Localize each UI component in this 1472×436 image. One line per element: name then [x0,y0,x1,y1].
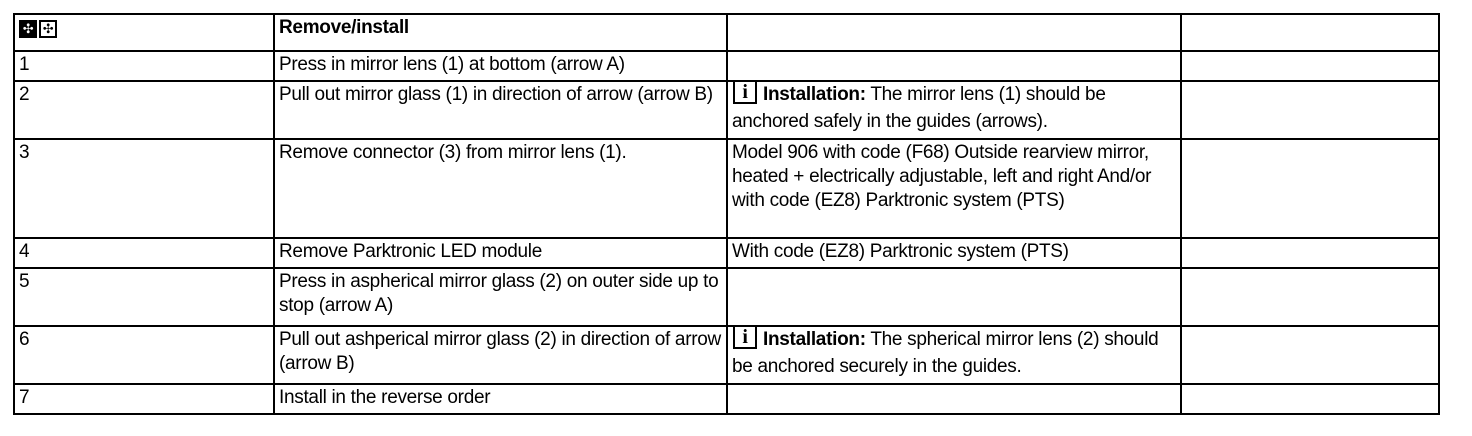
step-number: 5 [13,267,275,327]
table-row: 7 Install in the reverse order [13,383,1440,415]
step-text: Press in aspherical mirror glass (2) on … [273,267,728,327]
step-number: 3 [13,138,275,239]
step-number: 6 [13,325,275,385]
disassembly-icon: ✣ [19,19,37,38]
note-label: Installation: [763,329,866,350]
step-extra [1180,80,1440,140]
step-note: i Installation: The spherical mirror lens… [726,325,1182,385]
header-title: Remove/install [273,13,728,52]
info-icon: i [733,325,757,349]
assembly-icon: ✣ [39,19,57,38]
table-row: 2 Pull out mirror glass (1) in direction… [13,80,1440,140]
note-text: The spherical mirror lens (2) should be … [732,329,1159,377]
step-number: 7 [13,383,275,415]
step-note [726,267,1182,327]
step-extra [1180,138,1440,239]
note-label: Installation: [763,84,866,105]
step-text: Press in mirror lens (1) at bottom (arro… [273,50,728,82]
note-text: The mirror lens (1) should be anchored s… [732,84,1106,132]
table-header-row: ✣ ✣ Remove/install [13,13,1440,52]
header-icons-cell: ✣ ✣ [13,13,275,52]
step-text: Install in the reverse order [273,383,728,415]
step-note: With code (EZ8) Parktronic system (PTS) [726,237,1182,269]
step-number: 2 [13,80,275,140]
step-extra [1180,50,1440,82]
info-icon: i [733,80,757,104]
step-extra [1180,383,1440,415]
table-row: 5 Press in aspherical mirror glass (2) o… [13,267,1440,327]
procedure-table: ✣ ✣ Remove/install 1 Press in mirror len… [13,13,1440,415]
step-extra [1180,237,1440,269]
step-extra [1180,267,1440,327]
step-text: Pull out ashperical mirror glass (2) in … [273,325,728,385]
table-row: 6 Pull out ashperical mirror glass (2) i… [13,325,1440,385]
step-text: Pull out mirror glass (1) in direction o… [273,80,728,140]
table-row: 1 Press in mirror lens (1) at bottom (ar… [13,50,1440,82]
step-text: Remove Parktronic LED module [273,237,728,269]
header-empty-cell [1180,13,1440,52]
step-number: 1 [13,50,275,82]
step-number: 4 [13,237,275,269]
table-row: 3 Remove connector (3) from mirror lens … [13,138,1440,239]
step-note [726,383,1182,415]
step-note [726,50,1182,82]
step-extra [1180,325,1440,385]
step-note: i Installation: The mirror lens (1) shoul… [726,80,1182,140]
table-row: 4 Remove Parktronic LED module With code… [13,237,1440,269]
step-text: Remove connector (3) from mirror lens (1… [273,138,728,239]
step-note: Model 906 with code (F68) Outside rearvi… [726,138,1182,239]
header-empty-cell [726,13,1182,52]
